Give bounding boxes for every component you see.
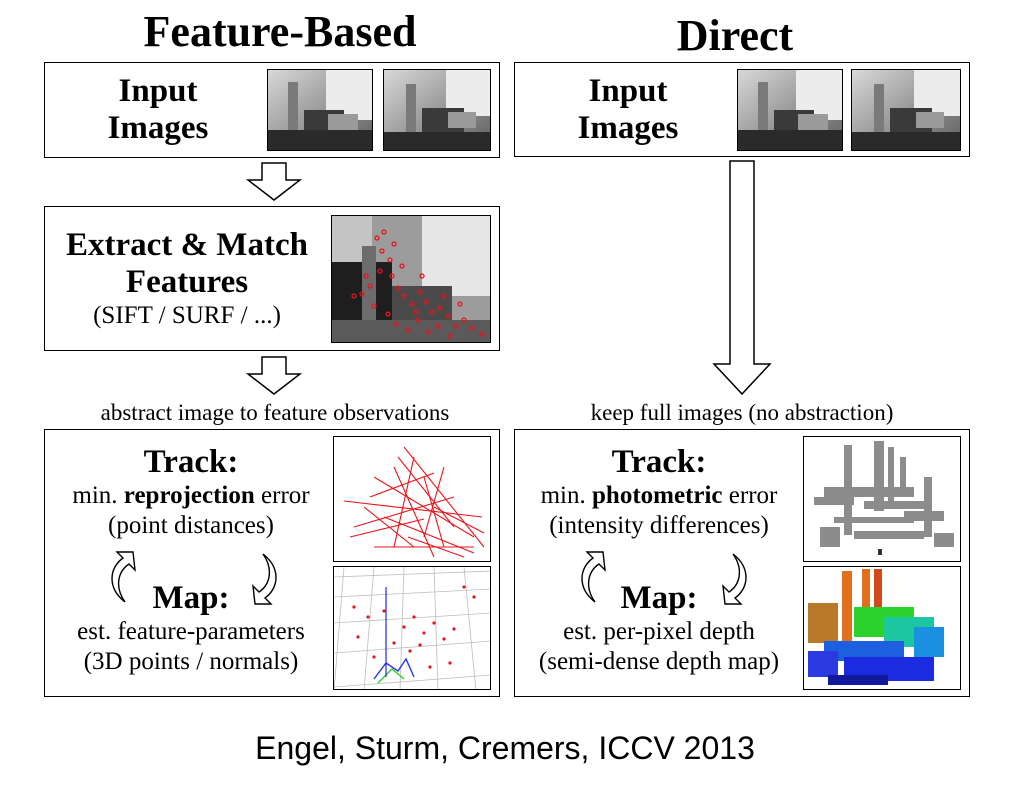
direct-input-line1: Input xyxy=(588,73,668,109)
feature-extract-line1: Extract & Match xyxy=(66,227,308,263)
cycle-arrow-icon xyxy=(722,553,747,605)
feature-track-pre: min. xyxy=(72,481,124,509)
feature-track-bold: reprojection xyxy=(123,481,255,509)
direct-map-title: Map: xyxy=(620,580,698,616)
direct-track-subtitle: (intensity differences) xyxy=(549,511,769,539)
feature-extract-image xyxy=(331,215,491,343)
feature-extract-label: Extract & Match Features (SIFT / SURF / … xyxy=(51,227,323,331)
feature-track-image xyxy=(333,436,491,562)
feature-input-line2: Images xyxy=(107,109,209,146)
direct-track-post: error xyxy=(722,481,778,509)
direct-input-image-2 xyxy=(851,69,961,151)
feature-extract-line2: Features xyxy=(125,263,249,300)
cycle-arrow-icon xyxy=(252,553,277,605)
feature-map-line2: (3D points / normals) xyxy=(83,647,299,675)
direct-input-label: Input Images xyxy=(519,73,737,147)
feature-input-box: Input Images xyxy=(44,62,500,158)
direct-input-image-1 xyxy=(737,69,843,151)
direct-map-label: Map: est. per-pixel depth (semi-dense de… xyxy=(517,580,801,677)
feature-track-label: Track: min. reprojection error (point di… xyxy=(49,444,333,541)
feature-map-image xyxy=(333,566,491,690)
direct-input-box: Input Images xyxy=(514,62,970,157)
feature-based-title: Feature-Based xyxy=(143,7,417,56)
direct-track-image xyxy=(803,436,961,562)
direct-track-label: Track: min. photometric error (intensity… xyxy=(517,444,801,541)
direct-caption: keep full images (no abstraction) xyxy=(590,400,894,425)
direct-map-line2: (semi-dense depth map) xyxy=(538,647,780,675)
feature-input-line1: Input xyxy=(118,73,198,109)
cycle-arrow-icon xyxy=(111,551,136,603)
direct-track-title: Track: xyxy=(611,444,707,480)
feature-track-subtitle: (point distances) xyxy=(108,511,274,539)
direct-track-pre: min. xyxy=(540,481,593,509)
feature-map-line1: est. feature-parameters xyxy=(77,617,305,645)
feature-track-title: Track: xyxy=(143,444,239,480)
down-arrow-icon xyxy=(712,160,772,396)
down-arrow-icon xyxy=(246,356,302,395)
direct-trackmap-box: Track: min. photometric error (intensity… xyxy=(514,429,970,697)
feature-input-image-2 xyxy=(383,69,491,151)
direct-input-line2: Images xyxy=(577,109,679,146)
feature-caption: abstract image to feature observations xyxy=(100,400,450,425)
feature-track-post: error xyxy=(254,481,310,509)
direct-track-line: min. photometric error xyxy=(517,481,801,511)
feature-map-title: Map: xyxy=(152,580,230,616)
feature-input-label: Input Images xyxy=(53,73,263,147)
down-arrow-icon xyxy=(246,162,302,201)
feature-trackmap-box: Track: min. reprojection error (point di… xyxy=(44,429,500,697)
direct-track-bold: photometric xyxy=(592,481,723,509)
direct-map-image xyxy=(803,566,961,690)
citation-footer: Engel, Sturm, Cremers, ICCV 2013 xyxy=(255,730,755,766)
feature-map-label: Map: est. feature-parameters (3D points … xyxy=(49,580,333,677)
feature-extract-box: Extract & Match Features (SIFT / SURF / … xyxy=(44,206,500,351)
direct-title: Direct xyxy=(676,11,794,60)
feature-track-line: min. reprojection error xyxy=(49,481,333,511)
feature-input-image-1 xyxy=(267,69,373,151)
feature-extract-subtitle: (SIFT / SURF / ...) xyxy=(93,301,281,329)
cycle-arrow-icon xyxy=(581,551,606,603)
direct-map-line1: est. per-pixel depth xyxy=(563,617,755,645)
